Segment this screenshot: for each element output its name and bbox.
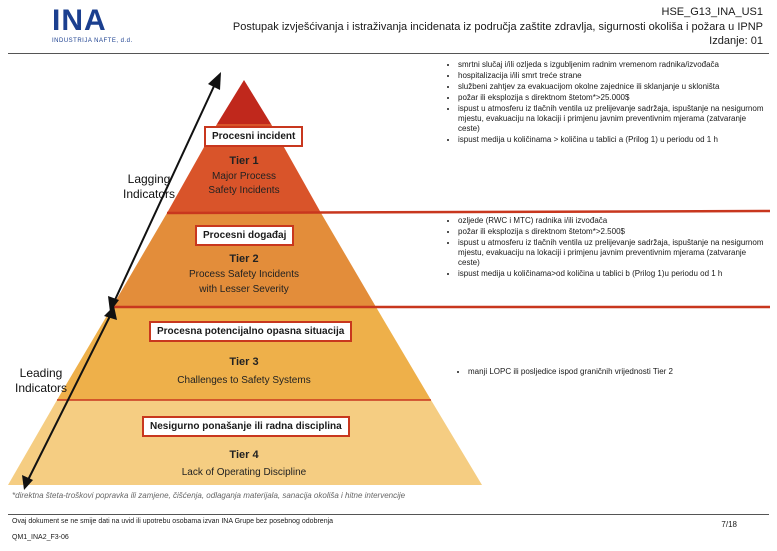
list-item: manji LOPC ili posljedice ispod granični… (468, 367, 766, 377)
ina-logo: INA INDUSTRIJA NAFTE, d.d. (52, 4, 142, 45)
tier1-title: Tier 1 (229, 155, 259, 167)
logo-mark: INA (52, 4, 107, 37)
confidentiality-notice: Ovaj dokument se ne smije dati na uvid i… (12, 518, 334, 525)
list-item: požar ili eksplozija s direktnom štetom*… (458, 93, 766, 103)
list-item: ispust medija u količinama>od količina u… (458, 269, 766, 279)
leading-arrow-head-top (104, 306, 117, 320)
list-item: smrtni slučaj i/ili ozljeda s izgubljeni… (458, 60, 766, 70)
tier1-label: Procesni incident (204, 126, 304, 147)
pyramid-tier4-band (8, 400, 482, 485)
list-item: hospitalizacija i/ili smrt treće strane (458, 71, 766, 81)
tier3-title: Tier 3 (229, 356, 259, 368)
list-item: ispust u atmosferu iz tlačnih ventila uz… (458, 238, 766, 268)
tier1-subtitle-2: Safety Incidents (208, 185, 280, 196)
pyramid-tier2-band (112, 213, 376, 307)
lagging-arrow-head-top (208, 72, 221, 90)
list-item: ispust medija u količinama > količina u … (458, 135, 766, 145)
leading-arrow (27, 315, 111, 481)
tier2-subtitle-1: Process Safety Incidents (188, 269, 300, 280)
document-code: HSE_G13_INA_US1 (661, 6, 764, 18)
lagging-arrow (113, 83, 216, 303)
tier2-subtitle-2: with Lesser Severity (199, 284, 289, 295)
list-item: požar ili eksplozija s direktnom štetom*… (458, 227, 766, 237)
tier2-label: Procesni događaj (195, 225, 295, 246)
pyramid-apex (217, 80, 271, 124)
list-item: ozljede (RWC i MTC) radnika i/ili izvođa… (458, 216, 766, 226)
header-divider (8, 53, 769, 54)
footer-divider (8, 514, 769, 515)
tier2-title: Tier 2 (229, 253, 259, 265)
footnote: *direktna šteta-troškovi popravka ili za… (12, 491, 406, 500)
lagging-indicators-label: Lagging Indicators (122, 172, 176, 201)
tier4-title: Tier 4 (229, 449, 259, 461)
form-code: QM1_INA2_F3-06 (12, 534, 69, 541)
leading-arrow-head-bottom (22, 475, 33, 490)
tier3-label: Procesna potencijalno opasna situacija (149, 321, 353, 342)
tier1-subtitle-1: Major Process (212, 171, 276, 182)
tier3-criteria: manji LOPC ili posljedice ispod granični… (454, 367, 766, 378)
tier1-criteria: smrtni slučaj i/ili ozljeda s izgubljeni… (444, 60, 766, 146)
tier3-subtitle: Challenges to Safety Systems (177, 375, 311, 386)
document-title: Postupak izvješćivanja i istraživanja in… (232, 21, 763, 33)
page-number: 7/18 (721, 520, 737, 529)
tier2-criteria: ozljede (RWC i MTC) radnika i/ili izvođa… (444, 216, 766, 280)
list-item: ispust u atmosferu iz tlačnih ventila uz… (458, 104, 766, 134)
document-issue: Izdanje: 01 (709, 35, 763, 47)
tier4-label: Nesigurno ponašanje ili radna disciplina (142, 416, 350, 437)
list-item: službeni zahtjev za evakuacijom okolne z… (458, 82, 766, 92)
divider-tier1 (166, 209, 771, 215)
lagging-arrow-head-bottom (108, 296, 119, 312)
logo-subtitle: INDUSTRIJA NAFTE, d.d. (52, 38, 133, 44)
leading-indicators-label: Leading Indicators (14, 366, 68, 395)
tier4-subtitle: Lack of Operating Discipline (181, 467, 307, 478)
